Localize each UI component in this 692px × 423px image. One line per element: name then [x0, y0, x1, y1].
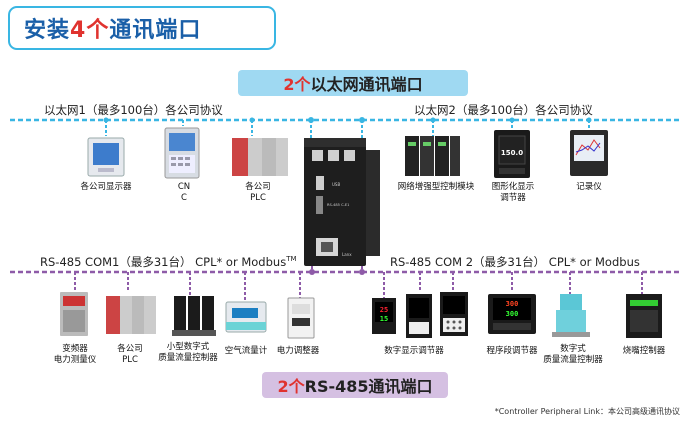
eth2-device-label-recorder: 记录仪 [576, 182, 602, 192]
air-flow-meter [225, 301, 267, 333]
model-label: RS-485 C-E1 [327, 203, 349, 207]
com2-device-label-digital: 数字显示调节器 [384, 346, 444, 356]
rs485-banner-text: RS-485通讯端口 [304, 377, 433, 396]
com2-device-label-mfc: 数字式质量流量控制器 [543, 344, 603, 365]
burner-controller [626, 294, 662, 338]
footnote: *Controller Peripheral Link：本公司高级通讯协议 [494, 407, 680, 416]
rs485-nodes [309, 269, 365, 275]
graphic-readout: 150.0 [501, 149, 523, 157]
com1-device-label-mfc: 小型数字式质量流量控制器 [158, 342, 218, 363]
eth2-device-label-module: 网络增强型控制模块 [397, 182, 475, 192]
controller-bottom-label: Lanx [342, 252, 352, 257]
display-device [87, 137, 125, 177]
com2-device-label-burner: 烧嘴控制器 [622, 346, 666, 356]
prog-readout-2: 300 [506, 310, 519, 318]
program-controller [488, 294, 536, 334]
plc-device-com1 [106, 296, 156, 334]
usb-label: USB [332, 182, 340, 187]
ethernet-banner-text: 以太网通讯端口 [310, 75, 423, 94]
com1-device-label-airflow: 空气流量计 [224, 346, 268, 356]
eth1-device-label-display: 各公司显示器 [80, 182, 132, 192]
com1-trademark: TM [286, 255, 297, 264]
seg-readout-2: 15 [380, 315, 388, 323]
usb-port [316, 176, 324, 190]
inverter-meter-device [60, 292, 88, 336]
recorder-device [570, 130, 608, 176]
cnc-device [164, 127, 200, 179]
com2-label: RS-485 COM 2（最多31台） CPL* or Modbus [390, 255, 640, 269]
digital-display-controller-2 [406, 294, 432, 338]
central-controller [304, 138, 380, 266]
title-suffix: 通讯端口 [109, 18, 202, 43]
ethernet-port-1 [312, 150, 323, 161]
com1-label-text: RS-485 COM1（最多31台） CPL* or Modbus [40, 255, 287, 269]
graphic-display-controller [494, 130, 530, 178]
rs485-banner-count: 2个 [277, 377, 305, 396]
network-control-module [405, 136, 460, 176]
title-highlight: 4个 [70, 18, 110, 43]
ethernet-port-2 [328, 150, 339, 161]
com1-device-label-inverter: 变频器电力测量仪 [53, 344, 97, 365]
title-prefix: 安装 [24, 18, 71, 43]
ethernet-banner-count: 2个 [283, 75, 311, 94]
eth2-device-label-graphic: 图形化显示调节器 [491, 182, 535, 203]
ethernet-port-3 [344, 150, 355, 161]
seg-readout-1: 25 [380, 306, 388, 314]
power-regulator [287, 297, 315, 339]
digital-mass-flow-controller [552, 294, 590, 337]
mini-mass-flow-controller [172, 296, 216, 336]
com1-label: RS-485 COM1（最多31台） CPL* or ModbusTM [40, 254, 297, 270]
ethernet1-label: 以太网1（最多100台）各公司协议 [44, 103, 223, 117]
ethernet2-label: 以太网2（最多100台）各公司协议 [414, 103, 593, 117]
plc-device-eth [232, 138, 288, 176]
com2-device-label-program: 程序段调节器 [486, 346, 538, 356]
ethernet-nodes [103, 117, 592, 123]
digital-display-controller-3 [440, 292, 468, 336]
com1-device-label-power: 电力调整器 [276, 346, 320, 356]
ethernet-banner: 2个以太网通讯端口 [238, 70, 468, 96]
digital-display-controller-1 [372, 298, 396, 334]
prog-readout-1: 300 [506, 300, 519, 308]
